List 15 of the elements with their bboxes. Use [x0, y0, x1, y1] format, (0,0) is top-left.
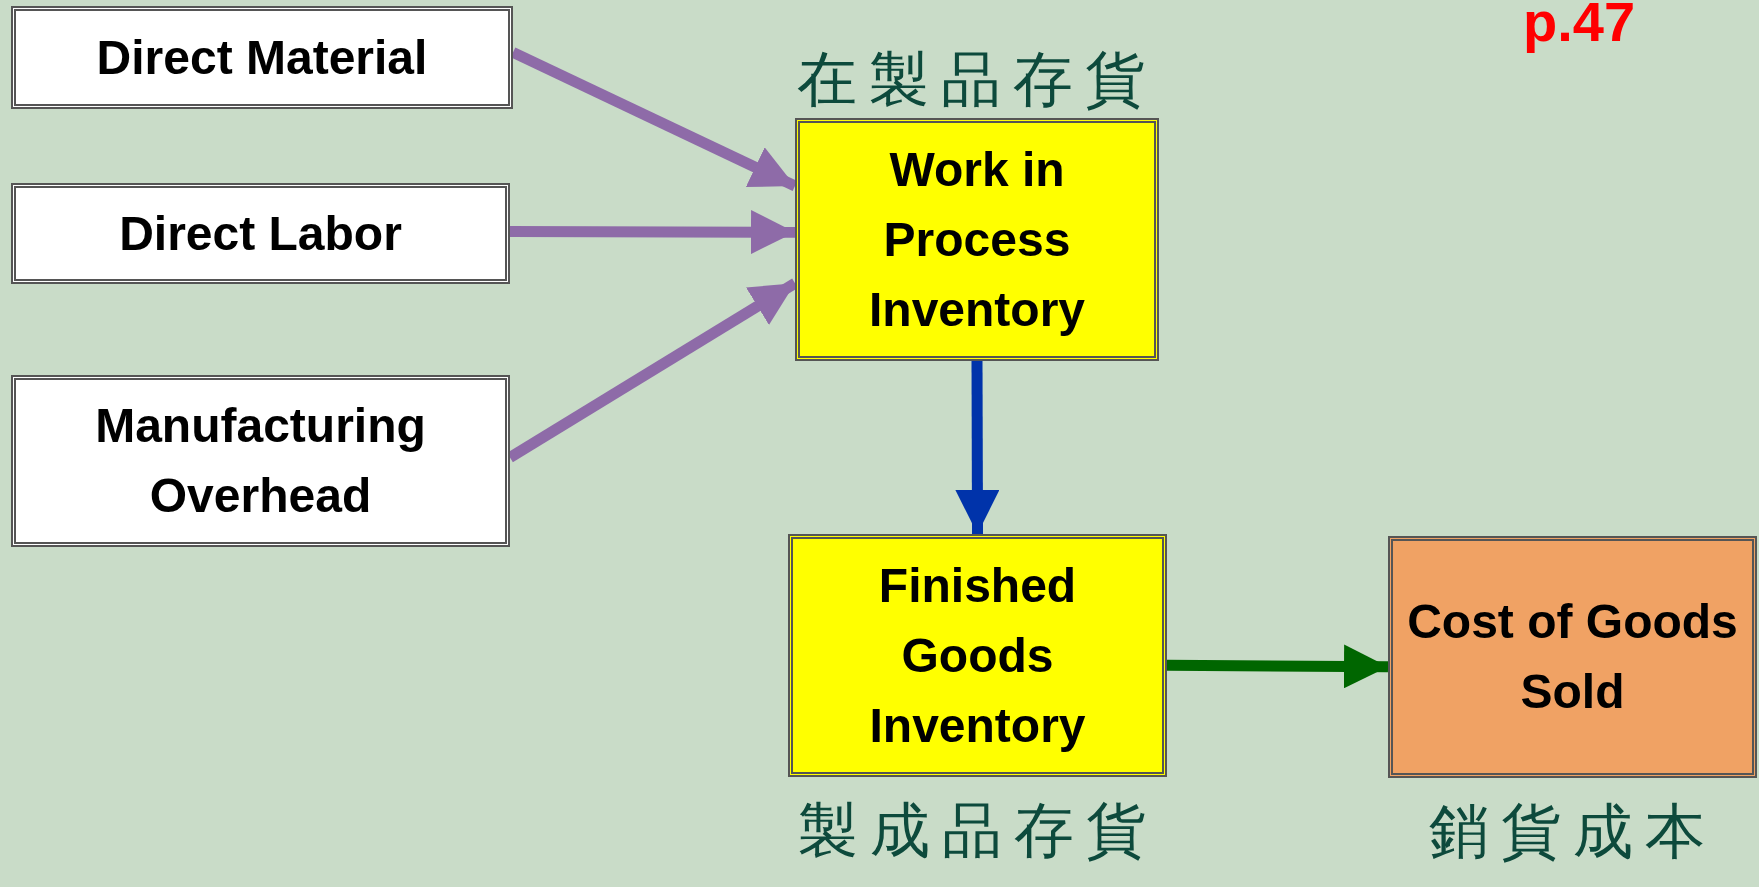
box-label: Direct Labor [118, 205, 403, 262]
box-label: Manufacturing Overhead [94, 398, 427, 524]
cost-box [11, 183, 510, 284]
chinese-heading: 在製品存貨 [796, 43, 1158, 115]
cost-box [11, 6, 513, 109]
box-label: Direct Material [95, 29, 429, 86]
box-label: Work in Process Inventory [867, 141, 1086, 338]
box-label: Finished Goods Inventory [868, 557, 1087, 754]
box-label: Cost of Goods Sold [1406, 594, 1739, 720]
arrow [1166, 644, 1389, 689]
arrow [955, 361, 1000, 534]
chinese-heading: 銷貨成本 [1427, 795, 1718, 867]
arrow [510, 210, 795, 255]
chinese-heading: 製成品存貨 [796, 794, 1159, 866]
cost-box [11, 375, 510, 547]
